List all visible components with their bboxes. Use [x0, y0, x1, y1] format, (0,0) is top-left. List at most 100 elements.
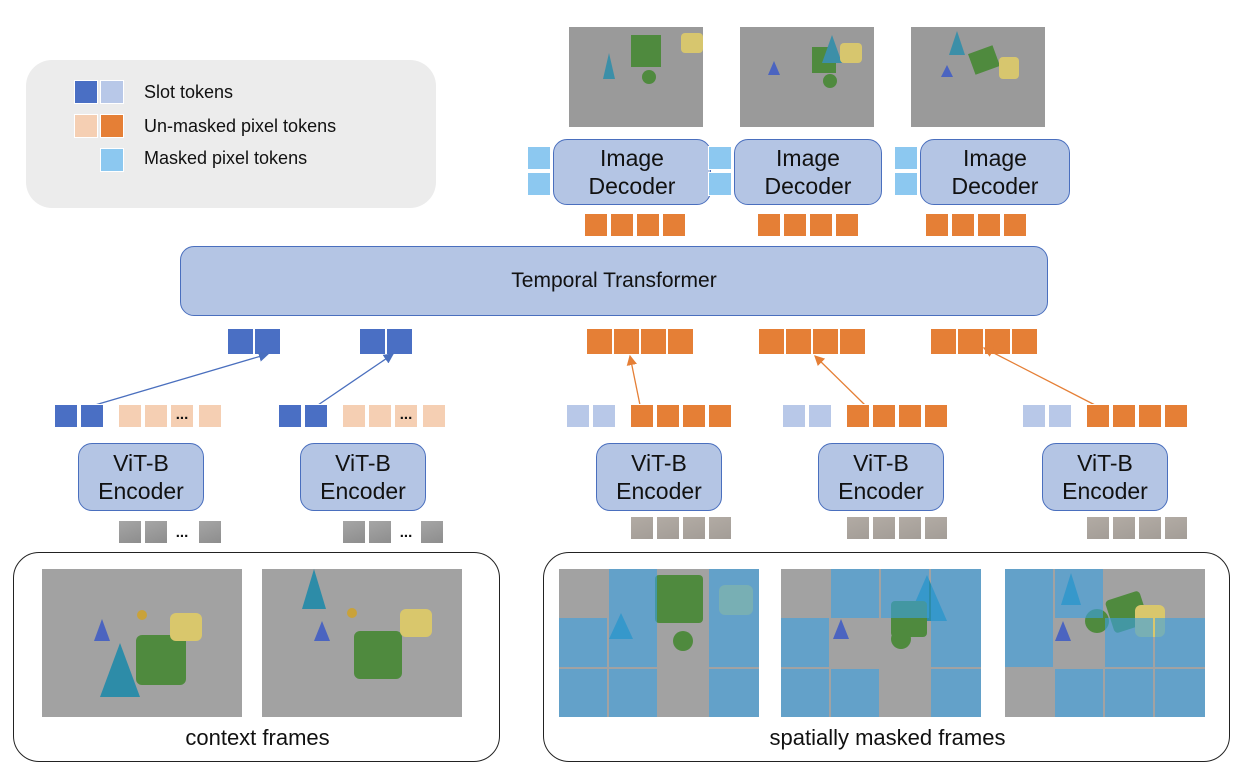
enc5-pixel-token [1164, 404, 1188, 428]
mask-patch [781, 669, 829, 717]
context-frames-panel: context frames [13, 552, 500, 762]
decoder2-pixel-token [783, 213, 807, 237]
mask-patch [931, 618, 981, 667]
slot-token [227, 328, 254, 355]
patch-thumbnail [872, 516, 896, 540]
slot-token [386, 328, 413, 355]
enc3-slot-token [592, 404, 616, 428]
pixel-token [785, 328, 812, 355]
enc1-slot-token [54, 404, 78, 428]
output-frame-2-scene [740, 27, 874, 127]
decoder1-pixel-token [584, 213, 608, 237]
enc2-pixel-token [422, 404, 446, 428]
mask-patch [831, 569, 879, 618]
enc1-pixel-token [118, 404, 142, 428]
mask-patch [1055, 569, 1103, 618]
output-frame-2 [740, 27, 874, 127]
decoder2-pixel-token [809, 213, 833, 237]
mask-patch [559, 618, 607, 667]
mask-patch [609, 669, 657, 717]
enc2-pixel-token [394, 404, 418, 428]
legend-masked-token [100, 148, 124, 172]
vit-encoder-3-line1: ViT-B [631, 450, 687, 476]
decoder1-masked-token-1 [527, 146, 551, 170]
arrow-slot-2 [317, 353, 395, 406]
decoder2-masked-token-1 [708, 146, 732, 170]
pixel-token [812, 328, 839, 355]
image-decoder-1-line1: Image [600, 145, 664, 171]
output-frame-3-scene [911, 27, 1045, 127]
patch-thumbnail [846, 516, 870, 540]
enc5-slot-token [1022, 404, 1046, 428]
pixel-token [613, 328, 640, 355]
vit-encoder-2-line2: Encoder [320, 478, 406, 504]
enc5-pixel-token [1086, 404, 1110, 428]
patch-thumbnail [682, 516, 706, 540]
legend-unmasked-dark-token [100, 114, 124, 138]
pixel-token [1011, 328, 1038, 355]
vit-encoder-4-line2: Encoder [838, 478, 924, 504]
temporal-transformer: Temporal Transformer [180, 246, 1048, 316]
enc4-pixel-token [924, 404, 948, 428]
legend-masked-label: Masked pixel tokens [144, 148, 308, 168]
enc4-slot-token [808, 404, 832, 428]
vit-encoder-1-line2: Encoder [98, 478, 184, 504]
patch-thumbnail [420, 520, 444, 544]
enc2-pixel-token [342, 404, 366, 428]
image-decoder-1-line2: Decoder [588, 173, 676, 199]
context-frame-1 [42, 569, 242, 717]
enc2-slot-token [304, 404, 328, 428]
masked-frames-panel: spatially masked frames [543, 552, 1230, 762]
mask-patch [931, 569, 981, 618]
mask-patch [709, 618, 759, 667]
pixel-token [667, 328, 694, 355]
enc3-pixel-token [656, 404, 680, 428]
vit-encoder-5-line1: ViT-B [1077, 450, 1133, 476]
masked-frame-3 [1005, 569, 1205, 717]
arrow-pixel-3 [982, 347, 1096, 406]
pixel-token [640, 328, 667, 355]
patch-thumbnail [630, 516, 654, 540]
enc4-slot-token [782, 404, 806, 428]
decoder3-masked-token-1 [894, 146, 918, 170]
decoder2-pixel-token [835, 213, 859, 237]
image-decoder-3-line1: Image [963, 145, 1027, 171]
mask-patch [831, 669, 879, 717]
patch-ellipsis-1: ... [175, 523, 189, 541]
enc1-pixel-token [198, 404, 222, 428]
patch-thumbnail [144, 520, 168, 544]
context-frame-2-scene [262, 569, 462, 717]
patch-thumbnail [1164, 516, 1188, 540]
mask-patch [1105, 669, 1153, 717]
vit-encoder-4-line1: ViT-B [853, 450, 909, 476]
enc2-slot-token [278, 404, 302, 428]
legend: Slot tokens Un-masked pixel tokens Maske… [26, 60, 436, 208]
vit-encoder-1-line1: ViT-B [113, 450, 169, 476]
mask-patch [781, 618, 829, 667]
vit-encoder-3-line2: Encoder [616, 478, 702, 504]
pixel-token [586, 328, 613, 355]
enc2-ellipsis: ... [399, 405, 413, 423]
patch-thumbnail [656, 516, 680, 540]
image-decoder-2-line2: Decoder [764, 173, 852, 199]
mask-patch [609, 569, 657, 618]
enc1-slot-token [80, 404, 104, 428]
legend-slot-light-token [100, 80, 124, 104]
patch-thumbnail [118, 520, 142, 544]
decoder3-pixel-token [977, 213, 1001, 237]
masked-frame-2 [781, 569, 981, 717]
temporal-transformer-label: Temporal Transformer [511, 269, 717, 292]
patch-thumbnail [924, 516, 948, 540]
decoder1-pixel-token [662, 213, 686, 237]
mask-patch [609, 618, 657, 667]
mask-patch [931, 669, 981, 717]
decoder3-masked-token-2 [894, 172, 918, 196]
enc1-ellipsis: ... [175, 405, 189, 423]
